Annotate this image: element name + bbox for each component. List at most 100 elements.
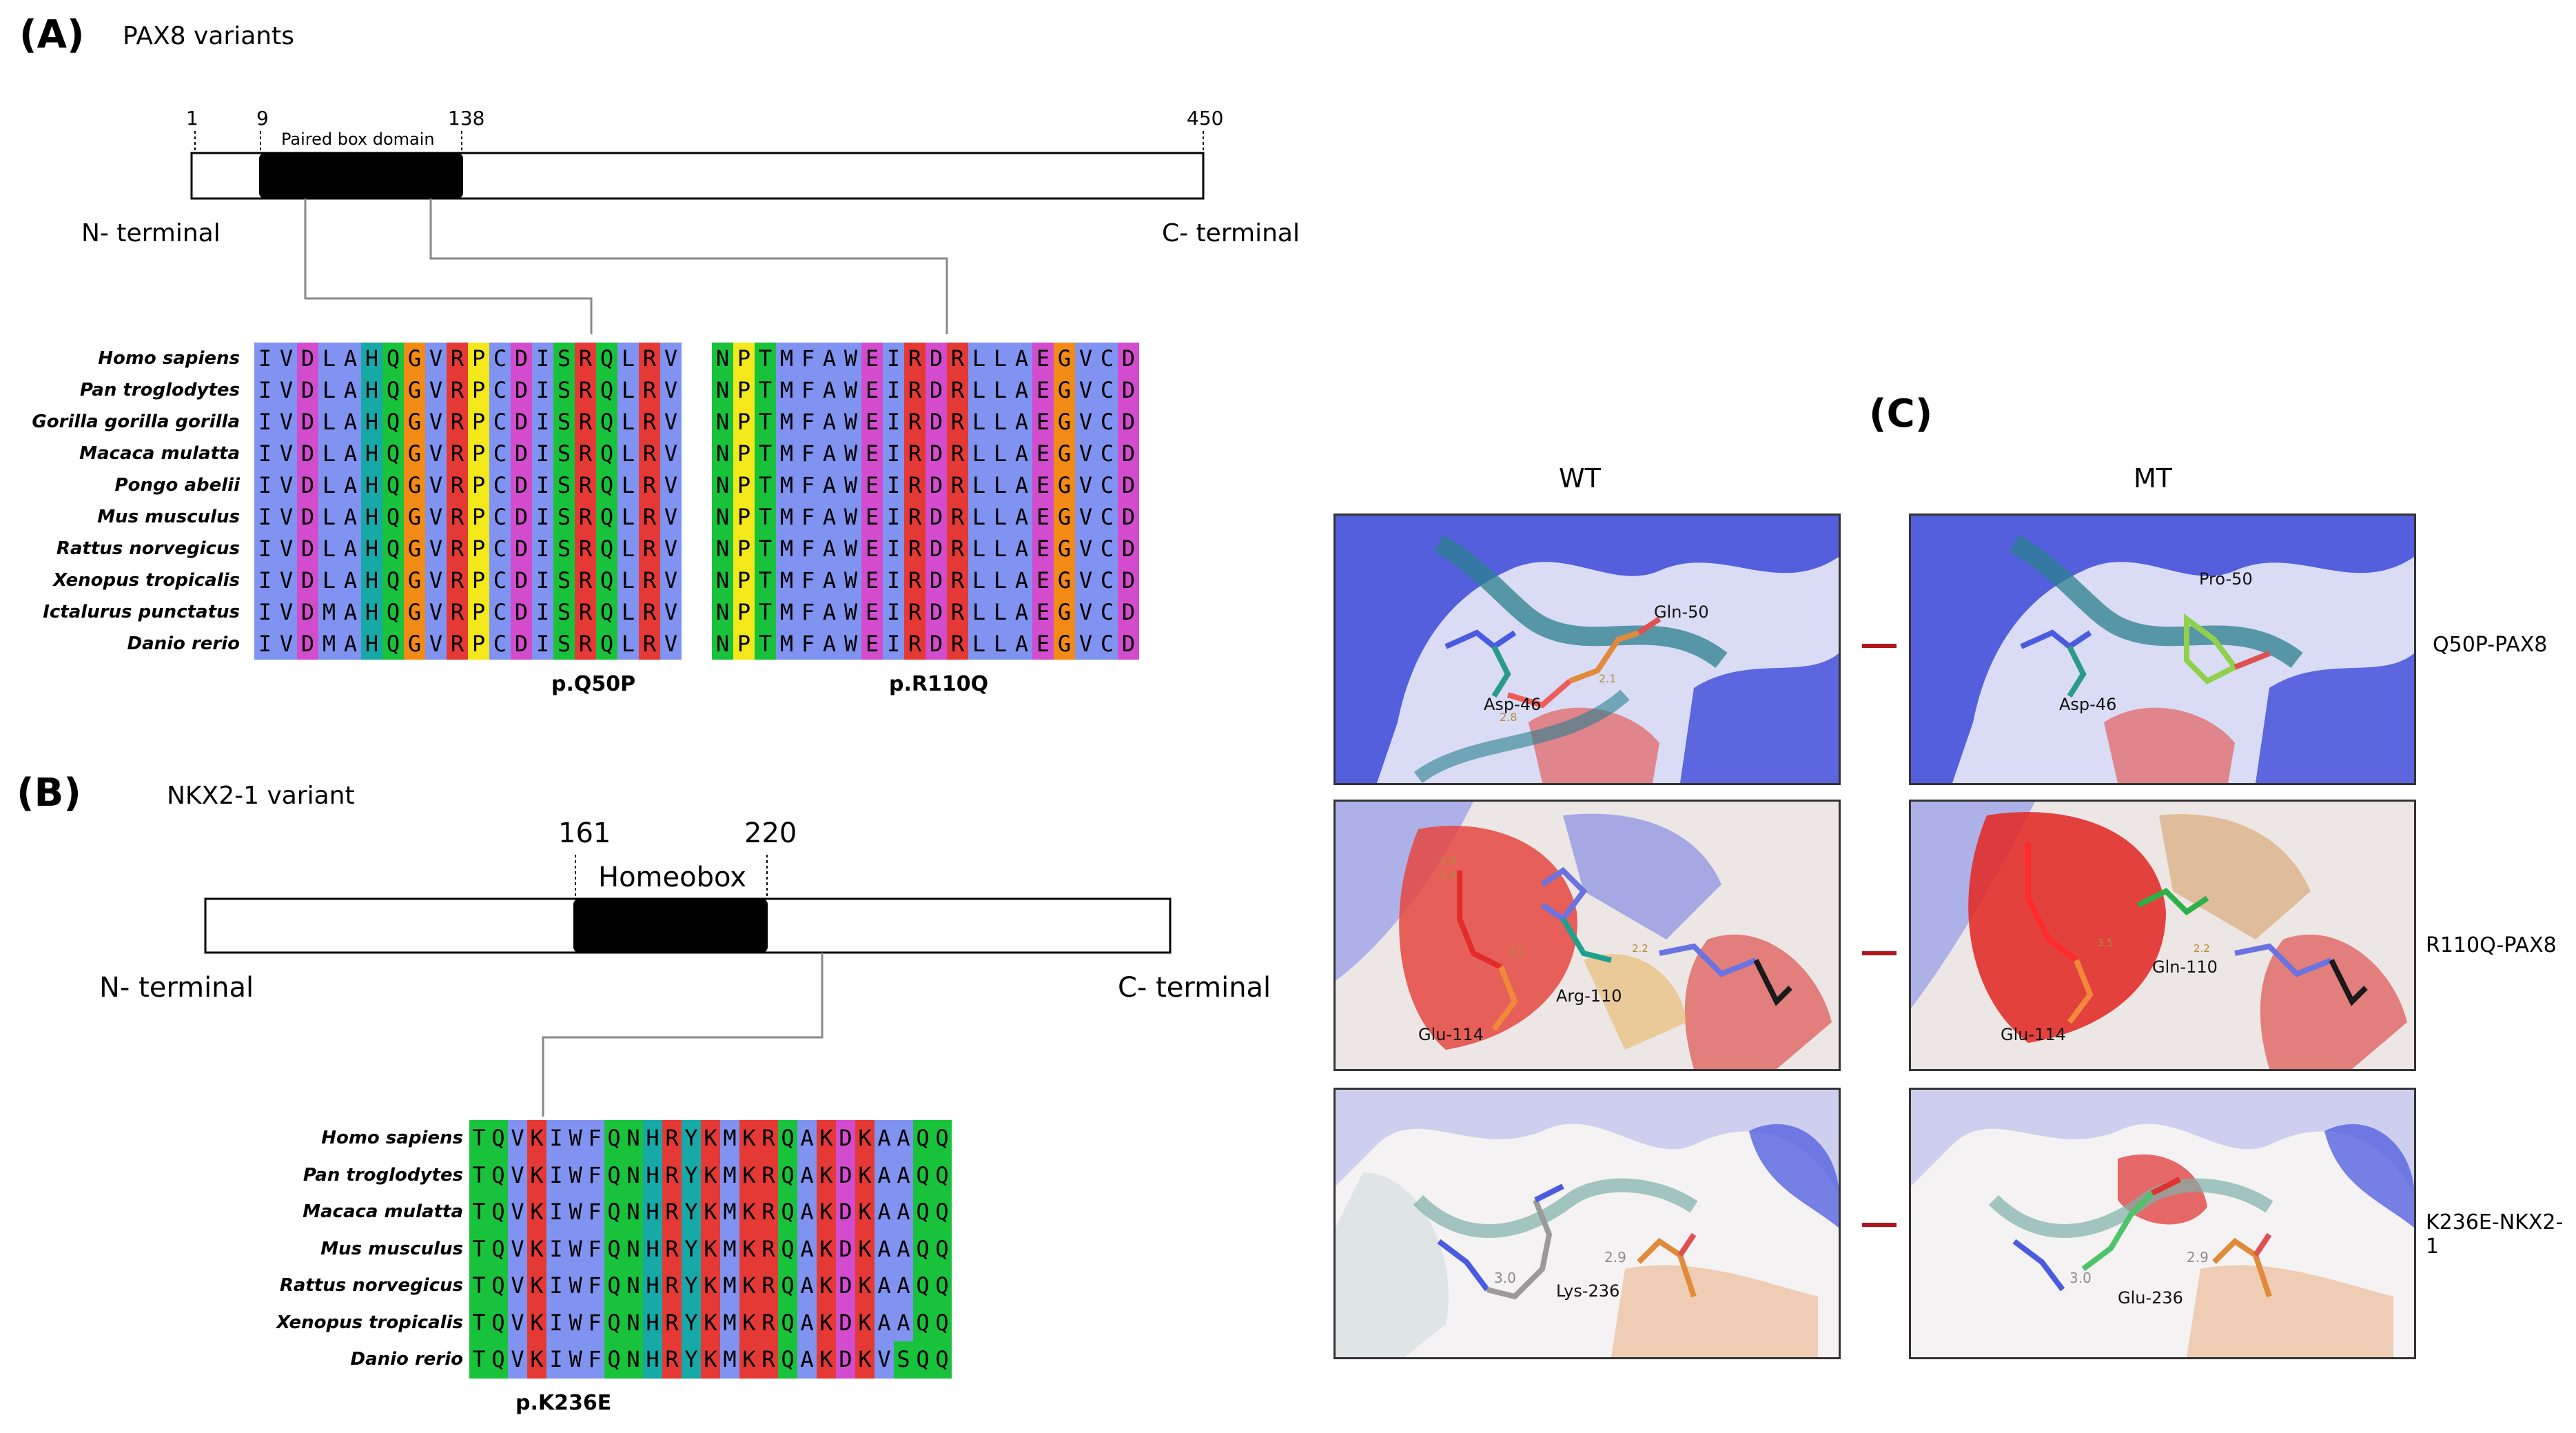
residue-cell: F [797,469,819,501]
residue-cell: D [836,1341,855,1379]
residue-cell: L [318,533,340,565]
residue-cell: H [361,374,382,406]
residue-cell: I [254,533,276,565]
residue-cell: Q [382,501,404,533]
residue-cell: V [276,501,297,533]
residue-cell: A [894,1304,913,1341]
residue-cell: V [276,406,297,438]
residue-cell: D [926,374,947,406]
residue-cell: K [855,1230,875,1268]
residue-cell: N [712,438,733,469]
svg-text:2.9: 2.9 [1604,1249,1626,1266]
pax8-scale-450: 450 [1187,107,1224,130]
residue-cell: G [404,343,425,374]
residue-cell: M [776,374,797,406]
residue-cell: C [1096,565,1118,596]
residue-cell: K [701,1194,720,1231]
residue-cell: Q [778,1230,797,1268]
species-label: Pongo abelii [114,475,240,496]
residue-cell: A [797,1194,817,1231]
residue-cell: F [797,438,819,469]
residue-cell: A [819,533,840,565]
residue-cell: E [1032,533,1054,565]
nkx-domain-label: Homeobox [598,862,746,893]
residue-cell: R [639,438,660,469]
residue-cell: Q [913,1341,932,1379]
residue-cell: Q [382,406,404,438]
species-label: Rattus norvegicus [279,1275,463,1296]
residue-cell: P [733,406,755,438]
residue-cell: V [660,438,682,469]
residue-cell: Y [682,1268,701,1305]
svg-text:2.1: 2.1 [1599,672,1616,685]
residue-cell: S [553,469,575,501]
residue-cell: A [875,1304,894,1341]
residue-cell: L [968,533,990,565]
residue-cell: A [797,1304,817,1341]
residue-cell: F [797,374,819,406]
residue-cell: Q [932,1157,952,1194]
residue-cell: V [508,1268,527,1305]
residue-cell: R [904,343,926,374]
residue-cell: L [968,438,990,469]
residue-cell: V [276,374,297,406]
residue-cell: M [720,1341,739,1379]
residue-cell: T [469,1157,489,1194]
residue-cell: I [546,1157,566,1194]
pax8-scale-138: 138 [448,107,485,130]
residue-cell: D [511,501,532,533]
species-label: Macaca mulatta [303,1201,463,1222]
residue-cell: M [776,533,797,565]
residue-cell: Q [489,1268,508,1305]
residue-cell: I [546,1268,566,1305]
residue-cell: Q [382,469,404,501]
residue-cell: R [447,469,468,501]
residue-cell: I [532,565,553,596]
residue-cell: L [617,501,639,533]
residue-cell: K [855,1304,875,1341]
species-label: Pan troglodytes [79,380,240,400]
residue-cell: Q [913,1268,932,1305]
residue-cell: D [926,438,947,469]
residue-cell: H [643,1268,662,1305]
residue-cell: I [546,1230,566,1268]
residue-cell: R [904,533,926,565]
residue-cell: D [926,406,947,438]
svg-text:3.5: 3.5 [1508,945,1524,957]
residue-cell: Q [604,1304,624,1341]
residue-cell: Q [596,374,617,406]
residue-cell: L [968,501,990,533]
residue-cell: A [819,343,840,374]
residue-cell: F [585,1120,604,1157]
residue-cell: R [947,469,968,501]
residue-cell: R [947,438,968,469]
residue-cell: P [468,501,489,533]
residue-cell: H [643,1157,662,1194]
residue-cell: V [276,533,297,565]
residue-cell: Y [682,1120,701,1157]
residue-cell: I [883,565,904,596]
residue-cell: C [489,533,511,565]
residue-cell: G [1054,628,1075,660]
residue-cell: G [404,565,425,596]
nkx-scale-161: 161 [558,817,611,849]
residue-cell: T [755,469,776,501]
residue-cell: D [1118,596,1139,628]
residue-cell: W [840,565,861,596]
residue-cell: A [894,1268,913,1305]
residue-cell: D [1118,628,1139,660]
residue-cell: P [733,374,755,406]
residue-cell: A [340,406,361,438]
residue-cell: R [639,596,660,628]
row-label-q50p: Q50P-PAX8 [2433,633,2548,657]
residue-cell: R [904,596,926,628]
species-label: Mus musculus [97,507,240,527]
residue-cell: K [855,1341,875,1379]
